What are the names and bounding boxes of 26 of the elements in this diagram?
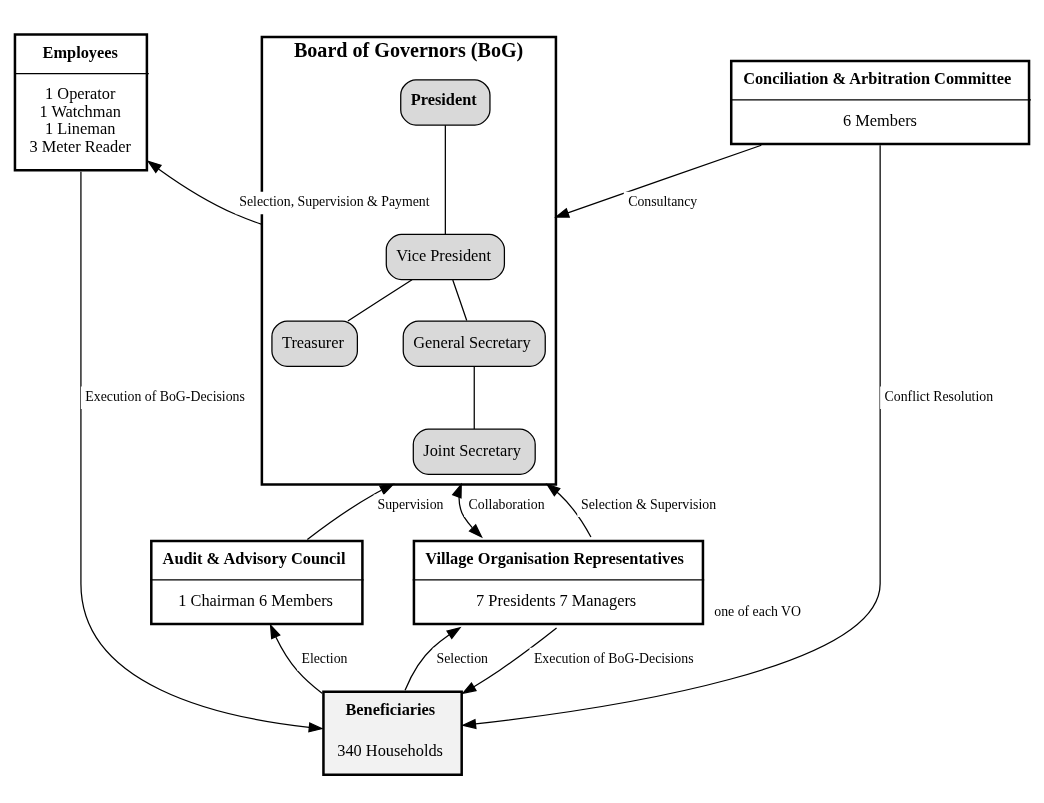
edge-label: Supervision — [377, 497, 444, 513]
edge-label: Execution of BoG-Decisions — [85, 389, 245, 405]
connector — [444, 124, 446, 235]
arrow — [146, 160, 263, 225]
edge-label: Election — [301, 650, 348, 666]
edge-label: Collaboration — [468, 497, 545, 513]
node-label: one of each VO — [714, 604, 802, 620]
connector — [473, 366, 475, 430]
arrow — [451, 482, 483, 539]
edge-label: Selection — [436, 650, 488, 666]
arrow — [545, 483, 592, 538]
node-box: Vice President — [385, 233, 506, 281]
arrow — [461, 627, 558, 695]
arrow — [269, 623, 323, 694]
edge-label: Consultancy — [628, 194, 698, 210]
edge-label: Selection & Supervision — [581, 497, 717, 513]
connector — [452, 279, 468, 322]
node-box: Treasurer — [271, 320, 358, 367]
edge-label: Conflict Resolution — [884, 389, 994, 405]
arrow — [306, 483, 395, 541]
node-box: Joint Secretary — [412, 428, 536, 475]
node-box: General Secretary — [402, 320, 546, 367]
node-box: President — [400, 79, 491, 126]
arrow — [404, 626, 462, 691]
connector — [347, 279, 413, 322]
edge-label: Execution of BoG-Decisions — [533, 650, 694, 666]
